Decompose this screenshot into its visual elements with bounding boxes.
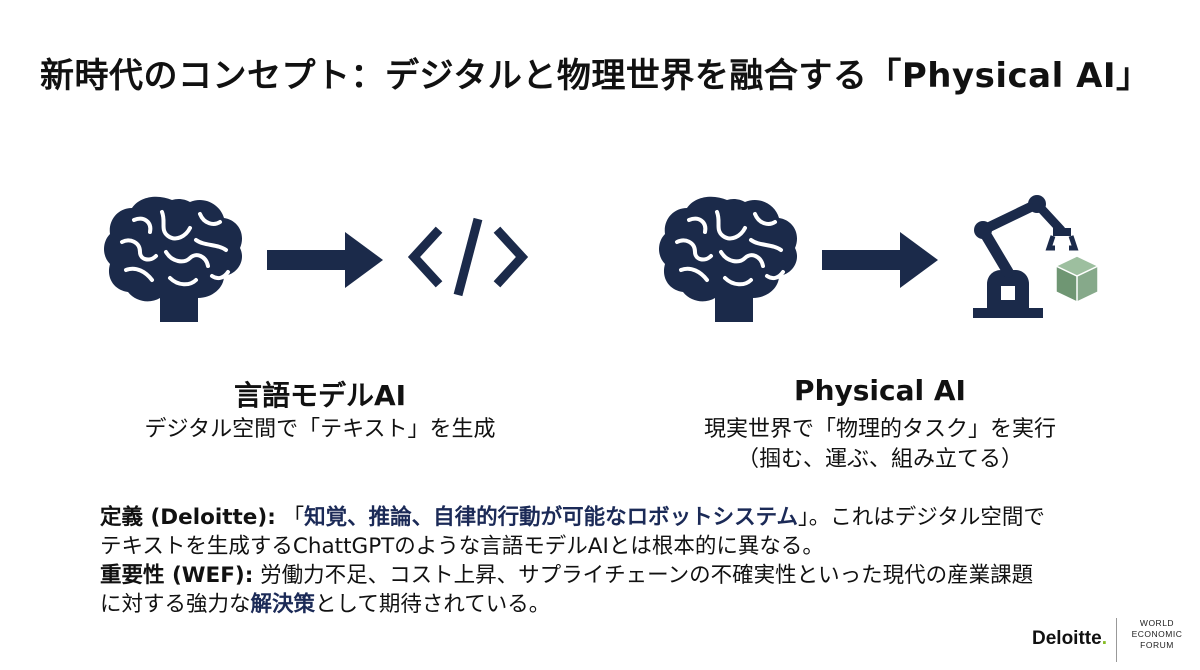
footer-divider [1116, 618, 1117, 662]
arrow-right-icon [267, 232, 383, 288]
definition-label: 定義 (Deloitte): [100, 505, 276, 530]
importance-text-b: として期待されている。 [315, 592, 551, 617]
robot-arm-icon [973, 195, 1079, 318]
right-concept-description-line2: （掴む、運ぶ、組み立てる） [736, 447, 1023, 472]
definition-text: 。これはデジタル空間で [808, 505, 1045, 530]
quote-close: 」 [798, 505, 809, 530]
deloitte-wordmark: Deloitte [1032, 628, 1102, 649]
importance-text-a: に対する強力な [100, 592, 251, 617]
arrow-right-icon [822, 232, 938, 288]
brain-icon [104, 196, 243, 322]
slide-title: 新時代のコンセプト：デジタルと物理世界を融合する「Physical AI」 [40, 56, 1151, 96]
box-icon [1054, 255, 1100, 303]
body-text: 定義 (Deloitte): 「知覚、推論、自律的行動が可能なロボットシステム」… [100, 503, 1120, 619]
importance-text: 労働力不足、コスト上昇、サプライチェーンの不確実性といった現代の産業課題 [253, 563, 1034, 588]
brain-icon [659, 196, 798, 322]
left-concept-description: デジタル空間で「テキスト」を生成 [144, 417, 496, 442]
wef-line3: FORUM [1140, 640, 1174, 650]
importance-line2: に対する強力な解決策として期待されている。 [100, 590, 1120, 619]
wef-logo: WORLD ECONOMIC FORUM [1122, 618, 1192, 651]
importance-highlight: 解決策 [250, 592, 316, 617]
importance-line1: 重要性 (WEF): 労働力不足、コスト上昇、サプライチェーンの不確実性といった… [100, 561, 1120, 590]
definition-highlight: 知覚、推論、自律的行動が可能なロボットシステム [304, 505, 799, 530]
definition-line1: 定義 (Deloitte): 「知覚、推論、自律的行動が可能なロボットシステム」… [100, 503, 1120, 532]
left-concept-title: 言語モデルAI [233, 379, 407, 412]
code-icon [408, 217, 528, 297]
definition-line2: テキストを生成するChattGPTのような言語モデルAIとは根本的に異なる。 [100, 534, 824, 559]
right-concept-title: Physical AI [794, 374, 966, 407]
wef-line2: ECONOMIC [1131, 629, 1183, 639]
importance-label: 重要性 (WEF): [100, 563, 254, 588]
right-concept-description-line1: 現実世界で「物理的タスク」を実行 [703, 417, 1056, 442]
deloitte-dot: . [1101, 628, 1107, 649]
quote-open: 「 [282, 505, 305, 530]
wef-line1: WORLD [1139, 618, 1175, 628]
deloitte-logo: Deloitte. [1032, 628, 1107, 650]
